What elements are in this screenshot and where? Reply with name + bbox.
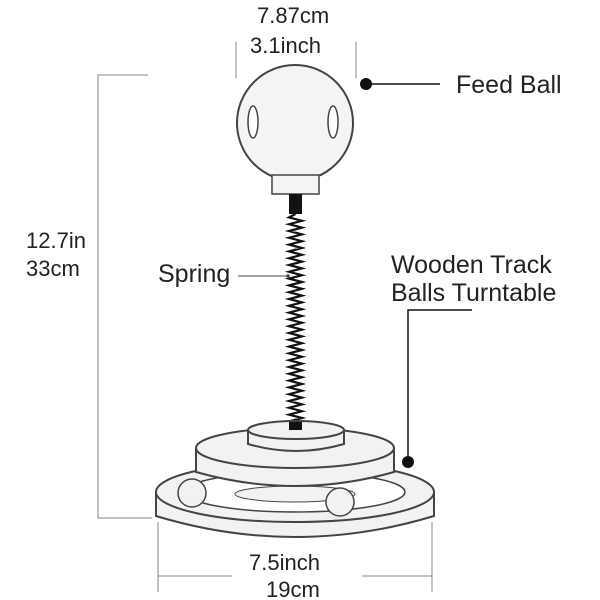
top-width-cm-label: 7.87cm	[257, 3, 330, 28]
spring-label: Spring	[158, 260, 231, 288]
feed-ball-label: Feed Ball	[456, 71, 562, 99]
feed-ball-illustration	[236, 64, 354, 195]
bottom-width-cm-label: 19cm	[266, 577, 320, 600]
turntable-callout	[402, 309, 472, 468]
turntable-label-line1: Wooden Track	[391, 251, 552, 279]
turntable-illustration	[155, 420, 435, 538]
spring-illustration	[284, 194, 307, 430]
spring-callout	[238, 274, 290, 278]
turntable-label-line2: Balls Turntable	[391, 279, 557, 307]
height-inch-label: 12.7in	[26, 228, 86, 253]
height-cm-label: 33cm	[26, 256, 80, 281]
top-width-inch-label: 3.1inch	[250, 33, 321, 58]
bottom-width-inch-label: 7.5inch	[249, 550, 320, 575]
height-dimension-line	[97, 74, 152, 519]
feed-ball-callout	[360, 78, 440, 90]
